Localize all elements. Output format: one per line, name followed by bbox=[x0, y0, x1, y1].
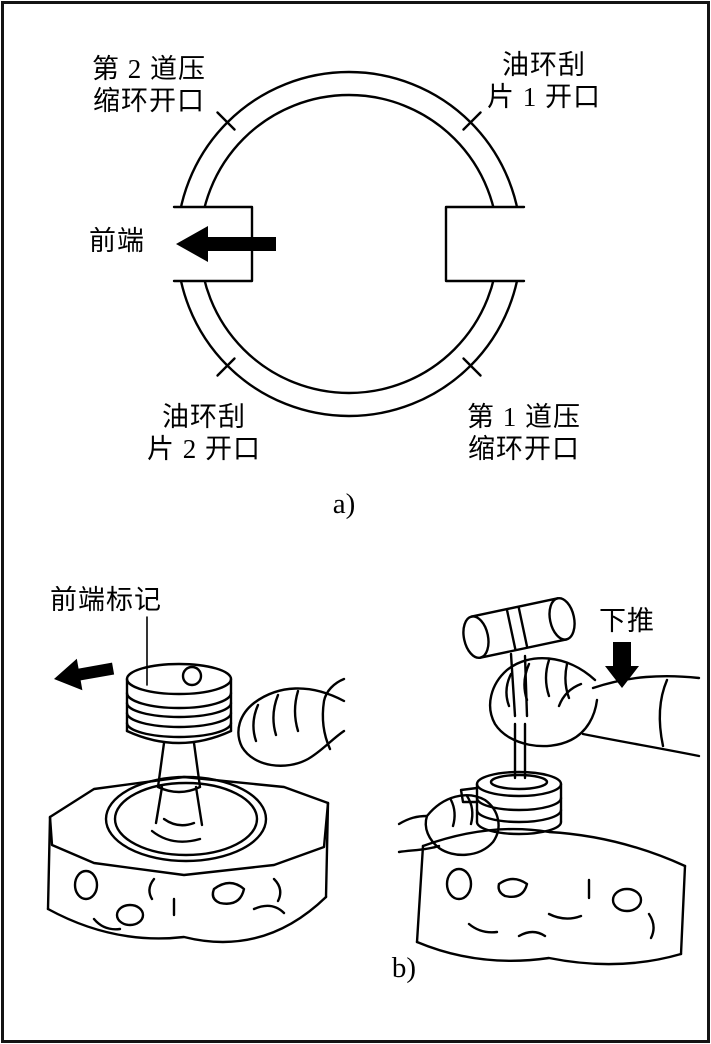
hammer bbox=[462, 596, 576, 718]
front-direction-arrow-icon bbox=[176, 226, 276, 262]
label-first-compression-ring-gap: 第 1 道压 缩环开口 bbox=[467, 402, 581, 464]
caption-a: a) bbox=[332, 488, 356, 520]
hand-holding-piston bbox=[237, 677, 346, 767]
label-oil-ring-rail-1-gap: 油环刮 片 1 开口 bbox=[487, 50, 601, 112]
push-down-arrow-icon bbox=[605, 642, 639, 688]
label-push-down: 下推 bbox=[599, 606, 655, 636]
piston-push-down-illustration bbox=[397, 596, 701, 966]
ring-gap-tick-marks bbox=[216, 111, 482, 377]
label-front-mark: 前端标记 bbox=[50, 585, 162, 615]
engine-block bbox=[415, 827, 687, 966]
piston-insertion-illustration bbox=[46, 616, 346, 944]
piston-ring-gap-diagram bbox=[172, 70, 526, 418]
label-oil-ring-rail-2-gap: 油环刮 片 2 开口 bbox=[147, 402, 261, 464]
engine-block bbox=[46, 775, 330, 944]
label-second-compression-ring-gap: 第 2 道压 缩环开口 bbox=[92, 54, 206, 116]
arm-from-right bbox=[581, 674, 701, 758]
drive-rod bbox=[513, 722, 527, 780]
ring-compressor bbox=[459, 770, 563, 836]
hand-steadying-block bbox=[397, 794, 500, 857]
caption-b: b) bbox=[391, 952, 417, 984]
remove-direction-arrow-icon bbox=[54, 658, 115, 691]
piston bbox=[125, 662, 233, 794]
hand-gripping-handle bbox=[488, 657, 599, 748]
label-front-end: 前端 bbox=[89, 226, 145, 256]
